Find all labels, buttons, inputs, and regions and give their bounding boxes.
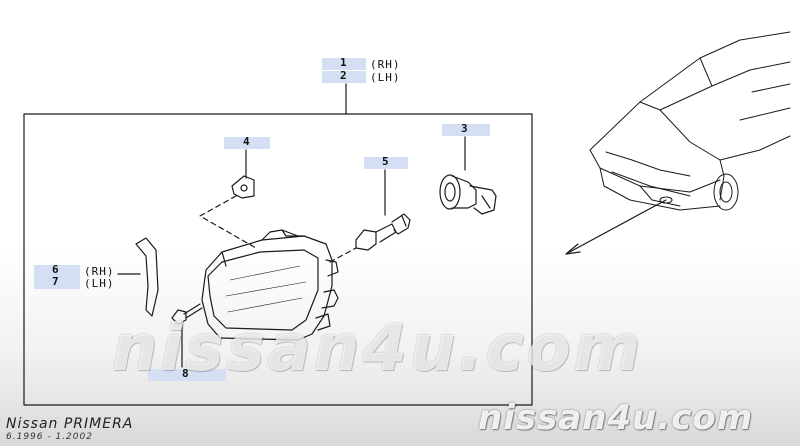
- production-years: 6.1996 - 1.2002: [6, 432, 93, 442]
- vehicle-location-sketch: [589, 31, 791, 211]
- callout-number: 2: [340, 69, 347, 82]
- assembly-boundary-box: [23, 113, 533, 406]
- callout-part-2[interactable]: 2: [322, 69, 366, 83]
- watermark-large: nissan4u.com: [112, 312, 644, 386]
- lamp-finisher-trim-part: [117, 237, 159, 317]
- callout-part-7[interactable]: 7: [34, 275, 80, 289]
- callout-part-1[interactable]: 1: [322, 56, 366, 70]
- halogen-bulb-part: [355, 213, 411, 251]
- callout-part-3[interactable]: 3: [442, 122, 490, 136]
- watermark-small: nissan4u.com: [478, 398, 754, 438]
- callout-number: 3: [461, 122, 468, 135]
- callout-number: 1: [340, 56, 347, 69]
- callout-side-lh: (LH): [84, 277, 115, 290]
- callout-part-5[interactable]: 5: [364, 155, 408, 169]
- fog-lamp-housing: [201, 229, 339, 341]
- callout-part-6[interactable]: 6: [34, 263, 80, 277]
- model-caption: Nissan PRIMERA: [6, 416, 134, 432]
- guide-line-clip: [199, 195, 257, 249]
- callout-part-4[interactable]: 4: [224, 135, 270, 149]
- callout-number: 7: [52, 275, 59, 288]
- callout-side-lh: (LH): [370, 71, 401, 84]
- callout-number: 6: [52, 263, 59, 276]
- callout-side-rh: (RH): [370, 58, 401, 71]
- callout-number: 5: [382, 155, 389, 168]
- callout-number: 8: [182, 367, 189, 380]
- callout-part-8[interactable]: 8: [148, 367, 226, 381]
- location-arrow-head: [565, 243, 581, 255]
- location-arrow-line: [565, 199, 667, 255]
- mounting-screw-part: [171, 303, 203, 325]
- callout-number: 4: [243, 135, 250, 148]
- bulb-socket-part: [439, 174, 497, 215]
- bracket-clip-part: [231, 175, 255, 199]
- guide-line-bulb: [329, 247, 357, 263]
- callout-side-rh: (RH): [84, 265, 115, 278]
